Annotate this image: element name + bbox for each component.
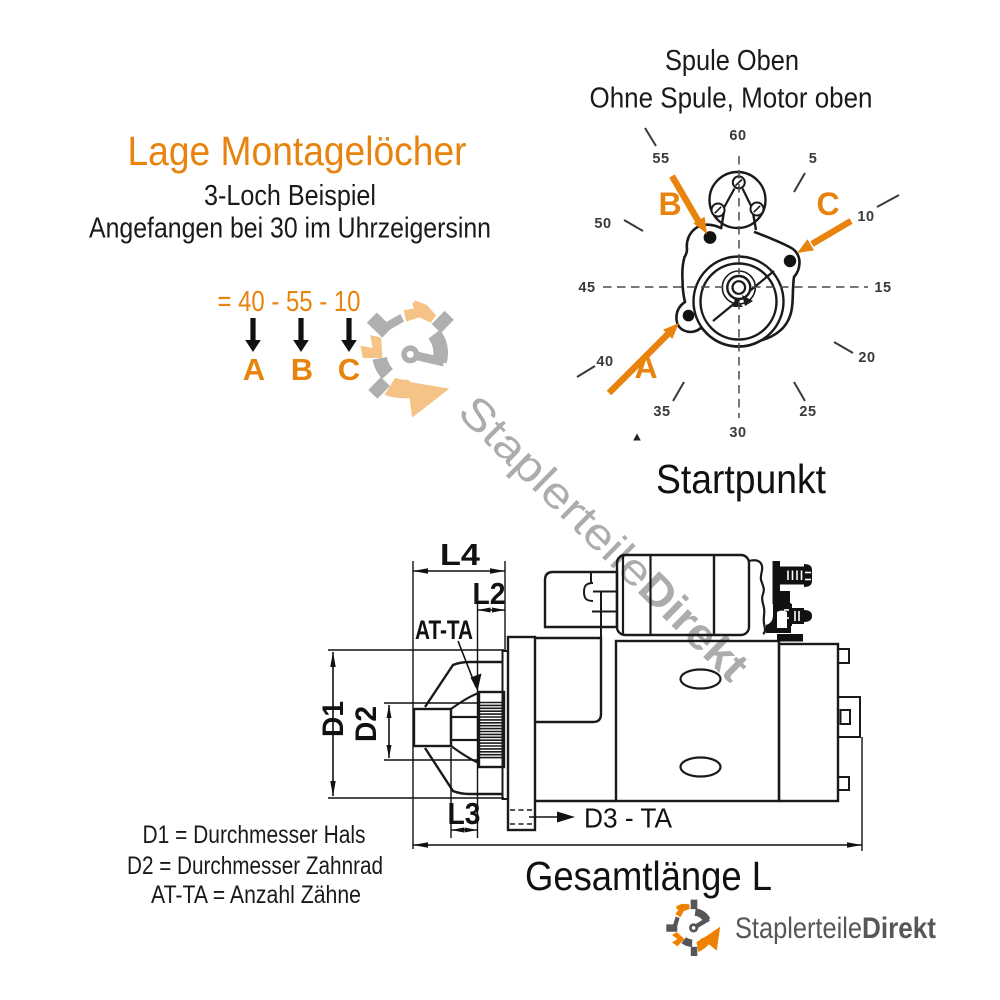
svg-text:A: A	[243, 352, 265, 387]
svg-text:Gesamtlänge L: Gesamtlänge L	[525, 853, 772, 899]
svg-text:Ohne Spule, Motor oben: Ohne Spule, Motor oben	[590, 83, 873, 115]
svg-text:30: 30	[729, 425, 746, 441]
svg-text:Lage Montagelöcher: Lage Montagelöcher	[128, 128, 467, 174]
svg-text:L3: L3	[448, 796, 481, 831]
svg-text:50: 50	[594, 216, 611, 232]
svg-text:StaplerteileDirekt: StaplerteileDirekt	[735, 912, 936, 945]
svg-text:= 40 - 55 - 10: = 40 - 55 - 10	[218, 286, 361, 318]
svg-text:60: 60	[729, 128, 746, 144]
svg-text:AT-TA = Anzahl Zähne: AT-TA = Anzahl Zähne	[151, 881, 361, 909]
svg-text:15: 15	[874, 280, 891, 296]
svg-text:B: B	[658, 186, 681, 222]
svg-text:40: 40	[596, 354, 613, 370]
svg-text:D1: D1	[317, 701, 350, 737]
svg-text:25: 25	[799, 404, 816, 420]
svg-text:AT-TA: AT-TA	[415, 615, 473, 645]
svg-text:10: 10	[857, 209, 874, 225]
svg-text:20: 20	[858, 350, 875, 366]
svg-text:3-Loch Beispiel: 3-Loch Beispiel	[204, 180, 376, 212]
svg-text:Startpunkt: Startpunkt	[656, 456, 826, 502]
svg-text:45: 45	[578, 280, 595, 296]
svg-text:Angefangen bei 30 im Uhrzeiger: Angefangen bei 30 im Uhrzeigersinn	[89, 213, 491, 245]
svg-text:D2: D2	[350, 706, 383, 742]
svg-text:D1 = Durchmesser Hals: D1 = Durchmesser Hals	[143, 821, 366, 849]
svg-text:D3 - TA: D3 - TA	[584, 803, 672, 834]
svg-text:A: A	[634, 349, 657, 385]
svg-text:55: 55	[652, 151, 669, 167]
svg-text:L2: L2	[473, 576, 506, 611]
svg-text:C: C	[816, 186, 839, 222]
svg-text:5: 5	[809, 151, 818, 167]
svg-text:D2 = Durchmesser Zahnrad: D2 = Durchmesser Zahnrad	[127, 852, 383, 880]
svg-text:L4: L4	[440, 537, 481, 572]
svg-text:Spule Oben: Spule Oben	[665, 45, 799, 77]
svg-text:35: 35	[653, 404, 670, 420]
svg-text:C: C	[338, 352, 360, 387]
svg-text:B: B	[291, 352, 313, 387]
